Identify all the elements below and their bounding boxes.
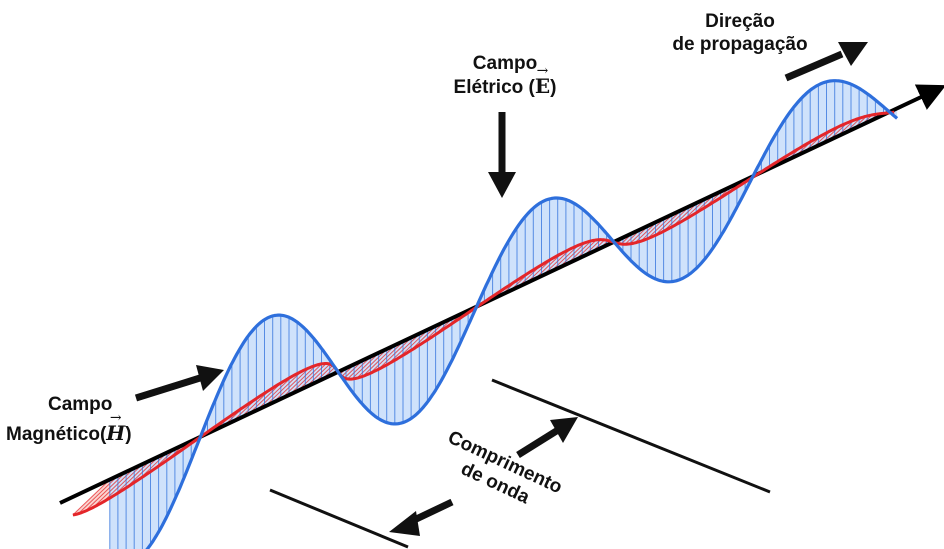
magnetic-label-line1: Campo — [48, 394, 113, 415]
magnetic-hatch-line — [264, 371, 302, 408]
magnetic-hatch-line — [92, 467, 135, 508]
magnetic-hatch-line — [77, 475, 119, 515]
magnetic-vector-symbol: H — [106, 422, 125, 445]
magnetic-hatch-line — [663, 207, 689, 232]
magnetic-hatch-line — [280, 364, 317, 400]
electric-wave-curve — [145, 79, 899, 549]
magnetic-hatch-line — [72, 479, 111, 516]
wavelength-arrow-down — [389, 498, 454, 536]
magnetic-hatch-line — [640, 218, 664, 242]
electric-label-text: Elétrico — [453, 77, 524, 98]
electric-field-wave — [145, 79, 899, 549]
magnetic-hatch-line — [351, 352, 379, 380]
propagation-axis — [59, 84, 944, 505]
magnetic-label-text: Magnético — [6, 424, 100, 445]
magnetic-wave-curve — [72, 110, 895, 517]
direction-label-line2: de propagação — [672, 34, 808, 55]
electric-label-paren-open: ( — [528, 77, 535, 98]
electric-field-label: Campo Elétrico (E) — [430, 52, 580, 99]
magnetic-pointer-arrow — [134, 365, 224, 402]
magnetic-label-paren-open: ( — [99, 424, 107, 445]
magnetic-field-wave — [72, 110, 895, 517]
magnetic-hatch-line — [347, 356, 371, 380]
wavelength-marker-line-start — [269, 488, 409, 549]
magnetic-hatch-line — [634, 222, 656, 244]
electric-vector-symbol: E — [535, 75, 550, 98]
magnetic-hatch-line — [356, 349, 388, 379]
wavelength-arrow-up — [516, 417, 578, 458]
electric-label-line1: Campo — [472, 53, 538, 74]
direction-label: Direção de propagação — [640, 10, 840, 56]
direction-label-line1: Direção — [705, 11, 775, 32]
magnetic-hatch-line — [654, 211, 681, 236]
magnetic-hatch-line — [113, 460, 151, 497]
magnetic-hatch-line — [256, 375, 293, 412]
magnetic-field-label: Campo Magnético(H) — [0, 393, 190, 446]
electric-label-paren-close: ) — [550, 77, 557, 98]
electric-label-line2: Elétrico (E) — [430, 75, 580, 99]
direction-arrow — [784, 42, 868, 82]
magnetic-hatch-line — [629, 226, 648, 245]
magnetic-hatch-line — [646, 215, 673, 240]
magnetic-hatch-line — [84, 471, 127, 512]
electric-pointer-arrow — [488, 112, 516, 198]
wavelength-marker-line-end — [491, 378, 771, 494]
magnetic-hatch-line — [272, 367, 310, 404]
magnetic-label-line2: Magnético(H) — [0, 422, 190, 446]
magnetic-label-paren-close: ) — [125, 424, 132, 445]
magnetic-hatch-line — [387, 333, 420, 365]
